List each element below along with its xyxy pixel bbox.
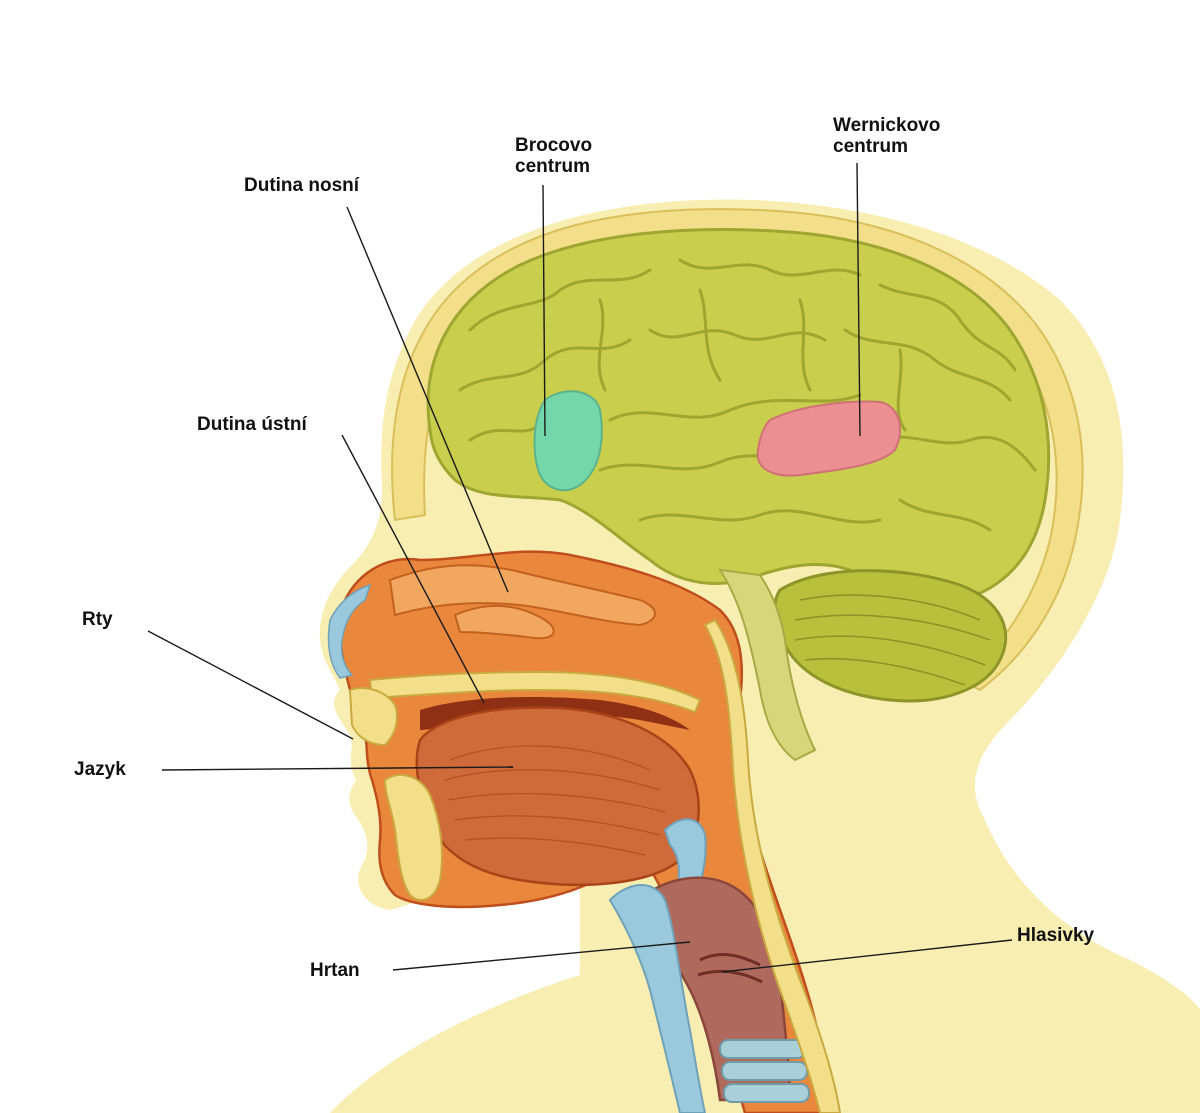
label-hrtan: Hrtan	[310, 960, 360, 981]
label-brocovo-centrum: Brocovo centrum	[515, 135, 635, 177]
leader-line-rty	[148, 631, 353, 739]
leader-line-wernickovo-centrum	[857, 163, 860, 436]
label-wernickovo-line2: centrum	[833, 136, 993, 157]
label-jazyk: Jazyk	[74, 759, 126, 780]
label-dutina-ustni: Dutina ústní	[197, 414, 307, 435]
leader-line-jazyk	[162, 767, 513, 770]
leader-line-dutina-ustni	[342, 435, 484, 703]
leader-line-dutina-nosni	[347, 207, 508, 592]
label-rty: Rty	[82, 609, 113, 630]
label-brocovo-line2: centrum	[515, 156, 635, 177]
label-hlasivky: Hlasivky	[1017, 925, 1094, 946]
label-wernickovo-centrum: Wernickovo centrum	[833, 115, 993, 157]
leader-line-hlasivky	[722, 940, 1012, 972]
label-wernickovo-line1: Wernickovo	[833, 115, 993, 136]
label-dutina-nosni: Dutina nosní	[244, 175, 359, 196]
label-brocovo-line1: Brocovo	[515, 135, 635, 156]
leader-line-brocovo-centrum	[543, 185, 545, 436]
leader-line-hrtan	[393, 942, 690, 970]
